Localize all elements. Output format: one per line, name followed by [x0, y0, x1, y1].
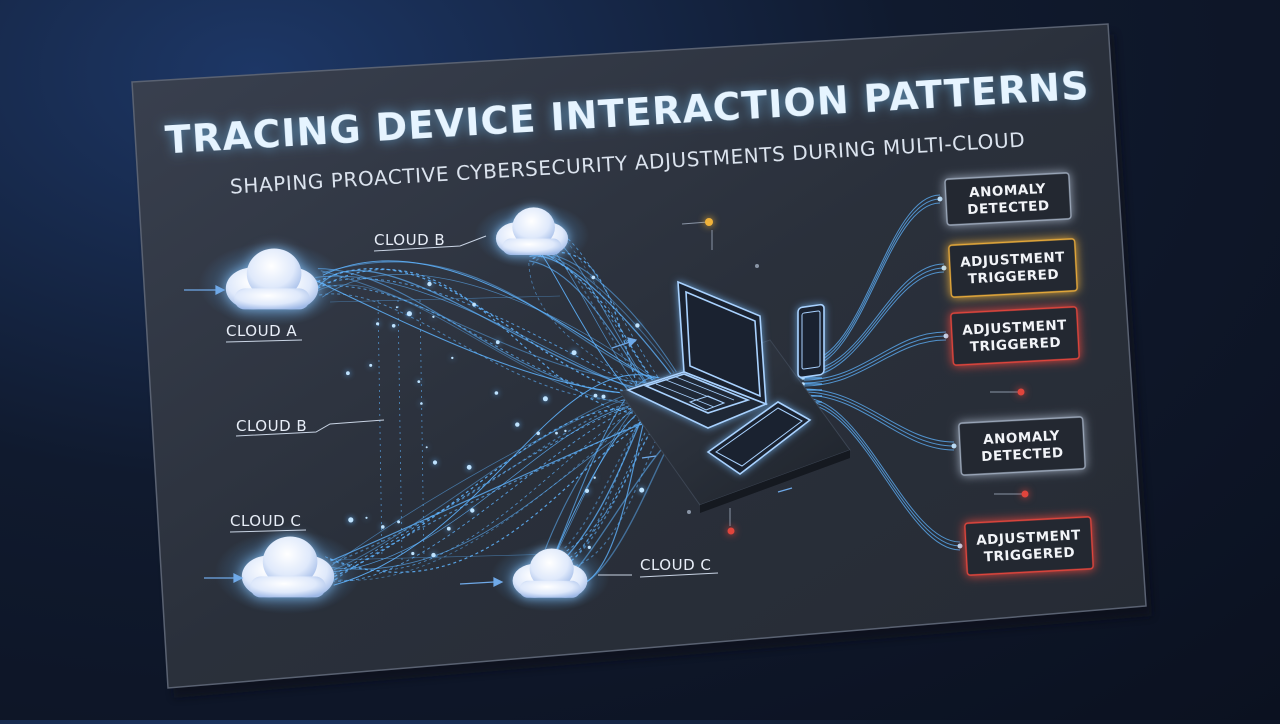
- incoming-arrows: [184, 285, 793, 587]
- tablet-icon: [706, 401, 812, 475]
- status-line-2: DETECTED: [967, 198, 1050, 218]
- cloud-label-left-bottom: CLOUD C: [230, 512, 301, 530]
- cloud-left-top-icon: [198, 242, 346, 327]
- status-line-1: ANOMALY: [969, 181, 1047, 201]
- status-line-2: TRIGGERED: [967, 267, 1059, 288]
- status-line-1: ADJUSTMENT: [960, 249, 1066, 270]
- presentation-panel: [131, 23, 1147, 689]
- status-line-2: DETECTED: [981, 445, 1064, 465]
- cloud-left-bottom-icon: [214, 530, 362, 615]
- smartphone-icon: [797, 303, 825, 379]
- cloud-label-left-mid: CLOUD B: [236, 417, 307, 435]
- laptop-icon: [625, 280, 769, 429]
- cloud-top-icon: [474, 202, 590, 269]
- status-line-1: ADJUSTMENT: [962, 317, 1068, 338]
- status-dots: [681, 218, 1029, 535]
- status-line-2: TRIGGERED: [983, 545, 1075, 566]
- status-line-2: TRIGGERED: [969, 335, 1061, 356]
- cloud-labels: [225, 235, 719, 578]
- cloud-label-left-top: CLOUD A: [226, 322, 297, 340]
- cloud-label-top: CLOUD B: [374, 231, 445, 249]
- status-line-1: ANOMALY: [983, 428, 1061, 448]
- status-line-1: ADJUSTMENT: [976, 527, 1082, 548]
- cloud-label-bottom: CLOUD C: [640, 556, 711, 574]
- cloud-bottom-icon: [490, 543, 610, 612]
